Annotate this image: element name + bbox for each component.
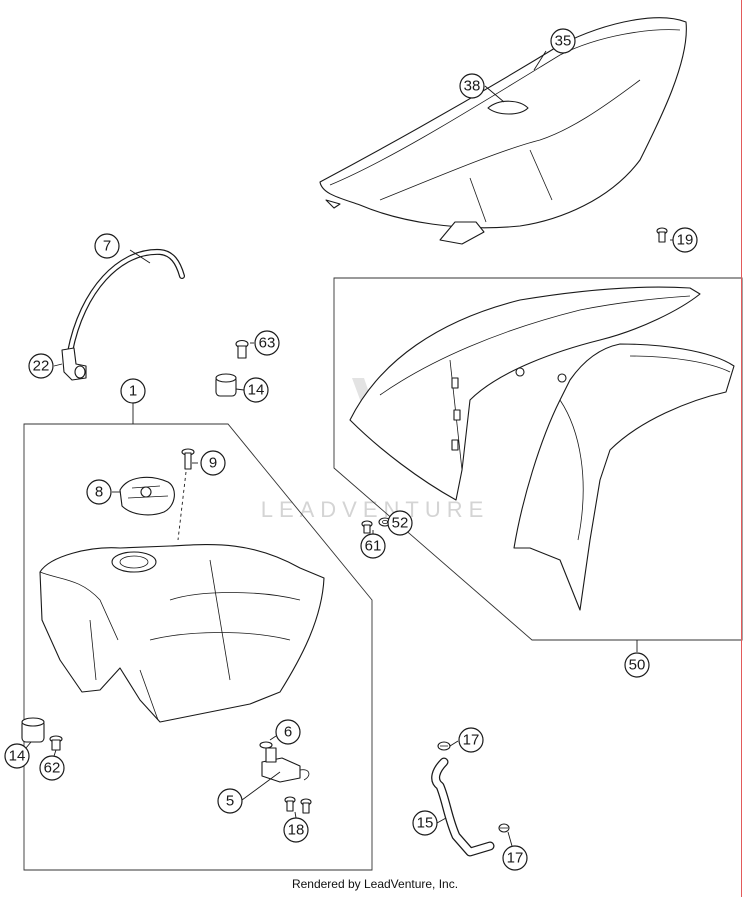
callout-14-bottom[interactable]: 14 bbox=[4, 743, 30, 769]
bolt-61[interactable] bbox=[361, 520, 373, 534]
seat-pad[interactable] bbox=[487, 100, 529, 115]
svg-text:38: 38 bbox=[464, 78, 481, 95]
svg-text:5: 5 bbox=[226, 793, 234, 810]
tank-group-frame bbox=[23, 423, 373, 871]
filler-cap[interactable] bbox=[119, 476, 175, 516]
callout-9[interactable]: 9 bbox=[200, 450, 226, 476]
svg-text:35: 35 bbox=[555, 33, 572, 50]
screw-9[interactable] bbox=[181, 448, 195, 470]
spacer-14-bottom[interactable] bbox=[21, 717, 45, 743]
svg-text:17: 17 bbox=[507, 850, 524, 867]
fuel-tap[interactable] bbox=[261, 747, 310, 783]
hose-clamp-bottom[interactable] bbox=[498, 823, 510, 833]
callout-5[interactable]: 5 bbox=[217, 788, 243, 814]
callout-1[interactable]: 1 bbox=[120, 378, 146, 404]
spacer-14-top[interactable] bbox=[215, 373, 237, 397]
callout-38[interactable]: 38 bbox=[459, 73, 485, 99]
callout-14-top[interactable]: 14 bbox=[243, 377, 269, 403]
hose-fitting[interactable] bbox=[61, 347, 87, 381]
svg-text:18: 18 bbox=[288, 822, 305, 839]
screws-18[interactable] bbox=[284, 796, 312, 814]
watermark-text: LEADVENTURE bbox=[261, 497, 490, 522]
callout-63[interactable]: 63 bbox=[254, 330, 280, 356]
callout-17-top[interactable]: 17 bbox=[458, 727, 484, 753]
callout-6[interactable]: 6 bbox=[275, 719, 301, 745]
svg-text:7: 7 bbox=[103, 238, 111, 255]
leader-lines bbox=[25, 50, 676, 847]
seat[interactable] bbox=[319, 17, 687, 245]
svg-text:61: 61 bbox=[365, 538, 382, 555]
svg-text:19: 19 bbox=[677, 232, 694, 249]
spoiler-left[interactable] bbox=[349, 286, 701, 501]
svg-text:52: 52 bbox=[392, 515, 409, 532]
bolt-62[interactable] bbox=[49, 735, 63, 751]
bolt-19[interactable] bbox=[656, 227, 668, 243]
callout-7[interactable]: 7 bbox=[94, 233, 120, 259]
callout-19[interactable]: 19 bbox=[672, 227, 698, 253]
footer-credit: Rendered by LeadVenture, Inc. bbox=[291, 877, 459, 891]
svg-text:15: 15 bbox=[417, 815, 434, 832]
callout-52[interactable]: 52 bbox=[387, 510, 413, 536]
callout-17-bottom[interactable]: 17 bbox=[502, 845, 528, 871]
callout-61[interactable]: 61 bbox=[360, 533, 386, 559]
svg-text:14: 14 bbox=[248, 382, 265, 399]
callout-8[interactable]: 8 bbox=[86, 479, 112, 505]
spoiler-right[interactable] bbox=[513, 343, 735, 611]
callout-15[interactable]: 15 bbox=[412, 810, 438, 836]
svg-text:63: 63 bbox=[259, 335, 276, 352]
svg-text:6: 6 bbox=[284, 724, 292, 741]
svg-text:50: 50 bbox=[629, 657, 646, 674]
svg-text:8: 8 bbox=[95, 484, 103, 501]
callout-35[interactable]: 35 bbox=[550, 28, 576, 54]
svg-text:22: 22 bbox=[33, 358, 50, 375]
fuel-tank[interactable] bbox=[39, 544, 325, 723]
svg-text:9: 9 bbox=[209, 455, 217, 472]
svg-text:62: 62 bbox=[44, 760, 61, 777]
bolt-63[interactable] bbox=[235, 339, 249, 359]
callout-18[interactable]: 18 bbox=[283, 817, 309, 843]
edge-line bbox=[741, 0, 742, 897]
callout-50[interactable]: 50 bbox=[624, 652, 650, 678]
breather-hose[interactable] bbox=[67, 248, 185, 355]
callout-62[interactable]: 62 bbox=[39, 755, 65, 781]
svg-text:17: 17 bbox=[463, 732, 480, 749]
o-ring-6[interactable] bbox=[259, 741, 273, 749]
fuel-line[interactable] bbox=[431, 757, 495, 857]
svg-text:1: 1 bbox=[129, 383, 137, 400]
svg-text:14: 14 bbox=[9, 748, 26, 765]
hose-clamp-top[interactable] bbox=[437, 741, 451, 751]
callout-22[interactable]: 22 bbox=[28, 353, 54, 379]
seat-bracket[interactable] bbox=[439, 221, 485, 245]
